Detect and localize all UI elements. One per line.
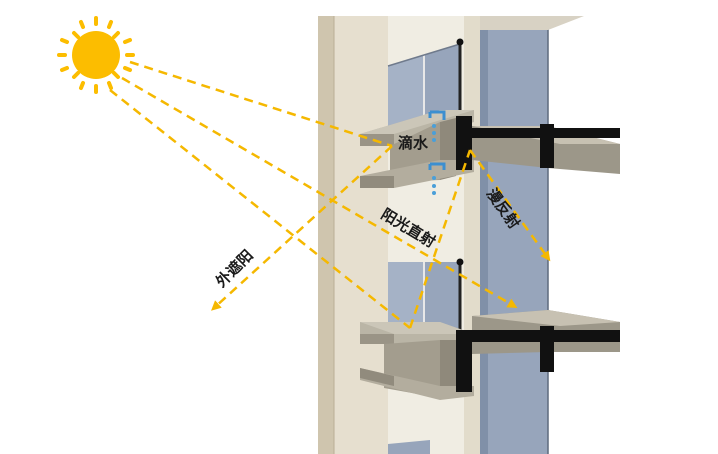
ray-fin-bounce xyxy=(408,149,472,329)
ray-to-fin xyxy=(129,60,393,148)
window-lower xyxy=(388,258,464,330)
sun-icon xyxy=(57,16,135,94)
window-upper xyxy=(387,38,464,128)
right-shelf-lower xyxy=(456,310,620,372)
right-shelf-upper xyxy=(456,124,620,174)
beam-upper xyxy=(456,128,620,138)
window-bottom xyxy=(388,440,430,454)
beam-lower xyxy=(456,330,620,342)
ray-external-shading xyxy=(211,145,393,311)
ray-direct xyxy=(121,76,518,309)
label-drip: 滴水 xyxy=(398,134,429,152)
sun-rays xyxy=(109,60,551,329)
ray-to-lower-fin xyxy=(109,89,411,329)
left-column-edge xyxy=(318,16,334,454)
label-external-shading: 外遮阳 xyxy=(211,246,256,291)
drip-icon xyxy=(428,110,446,195)
right-glazing xyxy=(480,16,548,454)
ray-diffuse xyxy=(468,149,551,262)
shading-fin-lower xyxy=(360,322,474,400)
